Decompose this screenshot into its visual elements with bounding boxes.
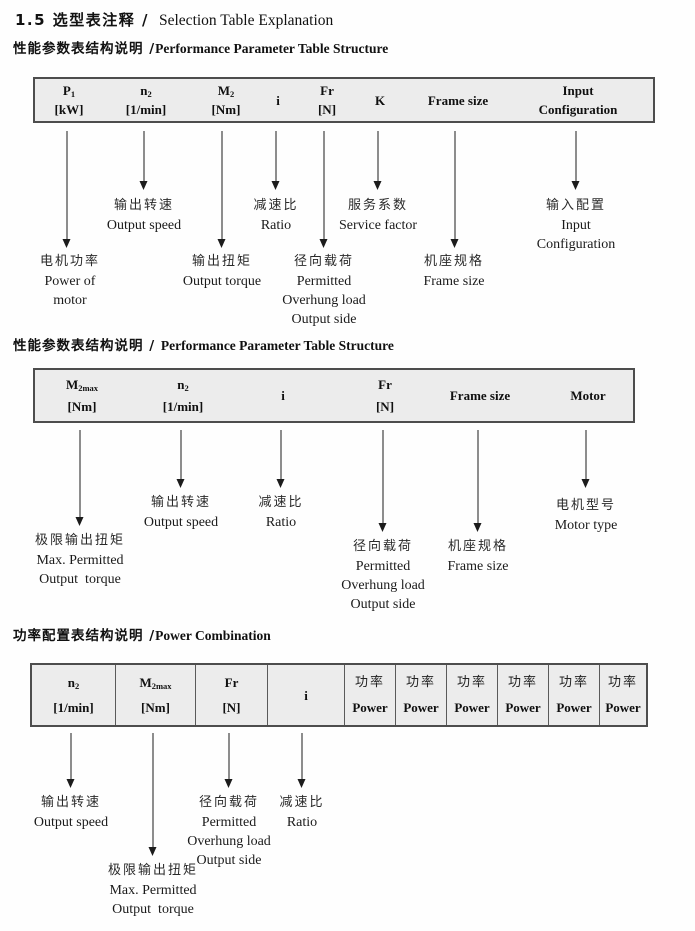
column-header-fr: Fr [N] <box>375 377 395 414</box>
column-header-m2: M2 [Nm] <box>211 82 241 118</box>
section-1-heading-zh: 性能参数表结构说明 / <box>13 41 156 57</box>
column-header-input-configuration: Input Configuration <box>538 83 618 117</box>
arrow-down-icon <box>176 430 186 488</box>
page-title-zh: 1.5 选型表注释 / <box>15 11 149 29</box>
arrow-down-icon <box>378 430 388 532</box>
arrow-down-icon <box>75 430 85 526</box>
column-header-motor: Motor <box>570 388 606 403</box>
column-header-fr: Fr [N] <box>317 83 337 117</box>
column-header-fr: Fr [N] <box>195 665 267 725</box>
arrow-down-icon <box>373 131 383 190</box>
section-1-heading: 性能参数表结构说明 /Performance Parameter Table S… <box>13 37 388 58</box>
section-2-heading-en: Performance Parameter Table Structure <box>160 338 394 353</box>
column-header-n2: n2 [1/min] <box>125 82 167 118</box>
column-header-k: K <box>374 92 386 108</box>
column-header-m2max: M2max [Nm] <box>65 376 99 415</box>
arrow-down-icon <box>319 131 329 248</box>
section-3-heading-zh: 功率配置表结构说明 / <box>13 628 156 644</box>
column-header-i: i <box>267 665 344 725</box>
arrow-down-icon <box>450 131 460 248</box>
performance-table-1: P1 [kW] n2 [1/min] M2 [Nm] i Fr [N] K Fr… <box>33 77 655 123</box>
section-2-heading: 性能参数表结构说明 / Performance Parameter Table … <box>13 334 394 355</box>
arrow-down-icon <box>66 733 76 788</box>
arrow-down-icon <box>217 131 227 248</box>
arrow-down-icon <box>139 131 149 190</box>
column-header-frame-size: Frame size <box>449 388 511 403</box>
column-header-m2max: M2max [Nm] <box>115 665 195 725</box>
arrow-down-icon <box>473 430 483 532</box>
performance-table-2: M2max [Nm] n2 [1/min] i Fr [N] Frame siz… <box>33 368 635 423</box>
arrow-down-icon <box>297 733 307 788</box>
section-1-heading-en: Performance Parameter Table Structure <box>155 41 389 56</box>
column-header-i: i <box>281 388 285 403</box>
page-title: 1.5 选型表注释 / Selection Table Explanation <box>15 9 333 30</box>
arrow-down-icon <box>62 131 72 248</box>
column-header-p1: P1 [kW] <box>54 82 84 118</box>
section-3-heading-en: Power Combination <box>155 628 271 643</box>
column-header-n2: n2 [1/min] <box>162 376 204 415</box>
arrow-down-icon <box>581 430 591 488</box>
arrow-down-icon <box>571 131 581 190</box>
section-3-heading: 功率配置表结构说明 /Power Combination <box>13 624 271 645</box>
column-header-n2: n2 [1/min] <box>53 674 94 716</box>
page-title-en: Selection Table Explanation <box>159 12 334 29</box>
section-2-heading-zh: 性能参数表结构说明 / <box>13 338 161 354</box>
column-header-i: i <box>276 92 280 108</box>
arrow-down-icon <box>276 430 286 488</box>
arrow-down-icon <box>148 733 158 856</box>
arrow-down-icon <box>271 131 281 190</box>
arrow-down-icon <box>224 733 234 788</box>
column-header-frame-size: Frame size <box>427 92 489 108</box>
